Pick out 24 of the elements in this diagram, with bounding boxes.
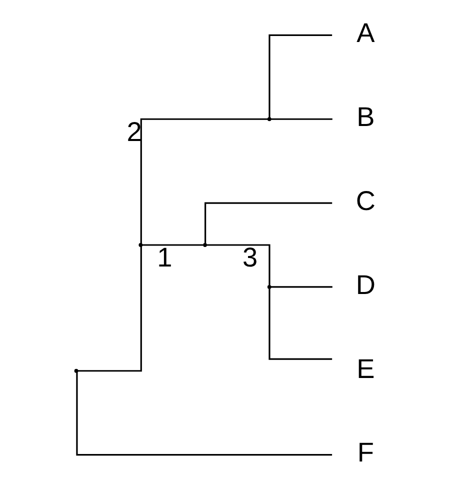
- connector: [206, 244, 270, 286]
- connector: [78, 246, 142, 372]
- node-text: B: [356, 101, 375, 132]
- node-point: [138, 243, 143, 247]
- node-point: [74, 368, 78, 373]
- node-point: [267, 285, 272, 289]
- connector: [270, 286, 332, 288]
- edge-label: 1: [157, 242, 172, 273]
- node-text: A: [356, 17, 375, 48]
- connector: [76, 372, 332, 456]
- connector: [142, 244, 204, 246]
- edge-label: 3: [242, 242, 258, 273]
- node-text: E: [356, 352, 375, 384]
- node-point: [267, 117, 272, 122]
- node-text: D: [356, 268, 376, 300]
- connector: [204, 202, 332, 244]
- edge-label: 2: [126, 116, 142, 147]
- node-point: [203, 243, 207, 247]
- connector: [268, 34, 332, 118]
- node-text: C: [356, 184, 376, 216]
- connector: [140, 118, 268, 244]
- node-text: F: [357, 436, 374, 468]
- connector: [270, 118, 332, 120]
- connector: [268, 288, 332, 360]
